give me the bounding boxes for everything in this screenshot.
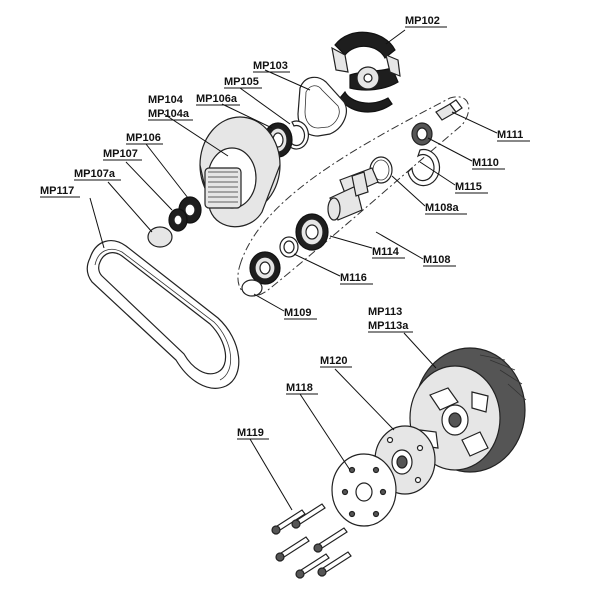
label-mp104: MP104 bbox=[148, 94, 184, 106]
label-m108: M108 bbox=[423, 254, 451, 266]
clutch-drum-part bbox=[199, 116, 281, 228]
label-mp105: MP105 bbox=[224, 76, 259, 88]
screws-m119 bbox=[271, 503, 352, 579]
bearing-mp107 bbox=[168, 208, 188, 232]
label-mp113: MP113 bbox=[368, 306, 402, 318]
label-mp104a: MP104a bbox=[148, 108, 190, 120]
label-m110: M110 bbox=[472, 157, 499, 169]
label-mp107: MP107 bbox=[103, 148, 138, 160]
washer-m110 bbox=[411, 122, 433, 146]
leader-lines bbox=[89, 29, 498, 511]
label-mp106a: MP106a bbox=[196, 93, 238, 105]
label-m120: M120 bbox=[320, 355, 348, 367]
label-m108a: M108a bbox=[425, 202, 460, 214]
bearing-m114 bbox=[295, 213, 329, 251]
clutch-shoes-part bbox=[331, 31, 401, 113]
label-m118: M118 bbox=[286, 382, 313, 394]
circlip-m115 bbox=[407, 148, 441, 187]
label-mp102: MP102 bbox=[405, 15, 440, 27]
shaft-m108 bbox=[327, 167, 379, 221]
label-mp103: MP103 bbox=[253, 60, 288, 72]
label-m114: M114 bbox=[372, 246, 400, 258]
label-m115: M115 bbox=[455, 181, 482, 193]
label-mp113a: MP113a bbox=[368, 320, 409, 332]
callout-labels: MP102 MP103 MP105 MP104 MP104a MP106a MP… bbox=[40, 15, 530, 440]
spacer-m116 bbox=[279, 236, 299, 258]
label-m119: M119 bbox=[237, 427, 264, 439]
label-m111: M111 bbox=[497, 129, 523, 141]
label-mp107a: MP107a bbox=[74, 168, 116, 180]
bolt-m111 bbox=[435, 99, 463, 121]
drive-belt-part bbox=[86, 240, 240, 389]
label-mp106: MP106 bbox=[126, 132, 161, 144]
seal-m109 bbox=[241, 251, 281, 297]
flange-plate-m118 bbox=[331, 453, 397, 527]
label-m109: M109 bbox=[284, 307, 312, 319]
label-m116: M116 bbox=[340, 272, 367, 284]
cap-mp107a bbox=[147, 226, 173, 248]
label-mp117: MP117 bbox=[40, 185, 74, 197]
